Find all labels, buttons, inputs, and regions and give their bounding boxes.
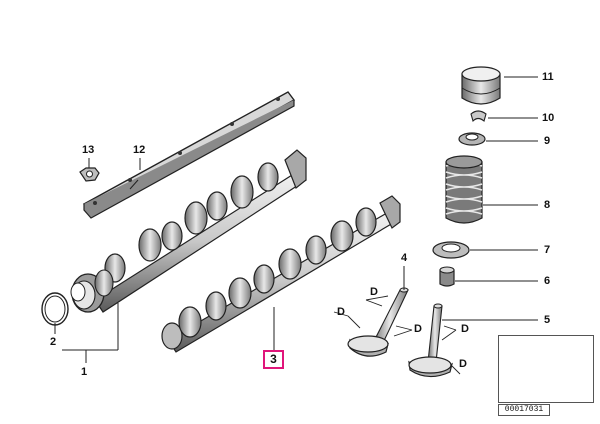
leader-lines	[54, 76, 538, 363]
diagram-id: 00017031	[498, 404, 550, 416]
tappet	[461, 66, 501, 105]
callout-1: 1	[81, 366, 88, 378]
dimension-lines	[333, 295, 461, 375]
valve-keepers	[470, 110, 487, 123]
dimension-label-d: D	[370, 286, 378, 298]
spring-retainer	[458, 132, 486, 146]
valve-front	[408, 303, 453, 378]
dimension-label-d: D	[414, 323, 422, 335]
callout-11: 11	[542, 71, 554, 83]
callout-3: 3	[270, 352, 277, 366]
valve-rear	[347, 287, 409, 357]
callout-4: 4	[401, 252, 408, 264]
spring-seat	[432, 241, 470, 259]
callout-12: 12	[133, 144, 146, 156]
callout-2: 2	[50, 336, 57, 348]
callout-13: 13	[82, 144, 95, 156]
callout-5: 5	[544, 314, 551, 326]
dimension-label-d: D	[461, 323, 469, 335]
dimension-label-d: D	[459, 358, 467, 370]
callout-10: 10	[542, 112, 555, 124]
callout-8: 8	[544, 199, 551, 211]
camshaft-intake	[70, 149, 307, 313]
vehicle-inset-frame	[498, 335, 594, 403]
camshaft-exhaust	[161, 195, 401, 353]
dimension-label-d: D	[337, 306, 345, 318]
callout-9: 9	[544, 135, 551, 147]
o-ring	[41, 292, 69, 326]
nut	[79, 167, 100, 182]
callout-3-highlighted[interactable]: 3	[263, 350, 284, 369]
callout-6: 6	[544, 275, 551, 287]
valve-stem-seal	[439, 266, 455, 287]
callout-7: 7	[544, 244, 551, 256]
valve-spring	[445, 155, 483, 224]
